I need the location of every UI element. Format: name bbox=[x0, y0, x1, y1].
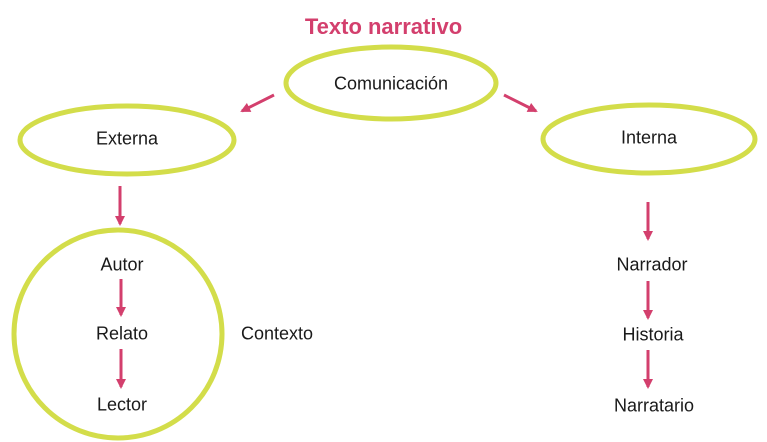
arrow-root-to-internal bbox=[503, 93, 538, 113]
node-autor: Autor bbox=[100, 254, 144, 275]
node-narrador: Narrador bbox=[616, 254, 688, 275]
node-externa: Externa bbox=[95, 128, 159, 149]
node-interna: Interna bbox=[620, 127, 678, 148]
external-group-circle bbox=[11, 227, 225, 441]
internal-ellipse bbox=[540, 102, 758, 176]
root-ellipse bbox=[283, 44, 499, 122]
arrow-root-to-external bbox=[240, 93, 275, 113]
node-comunicacion: Comunicación bbox=[333, 73, 449, 94]
node-narratario: Narratario bbox=[613, 395, 695, 416]
node-relato: Relato bbox=[95, 323, 149, 344]
node-historia: Historia bbox=[622, 324, 684, 345]
node-lector: Lector bbox=[96, 394, 148, 415]
external-ellipse bbox=[17, 103, 237, 177]
node-contexto: Contexto bbox=[241, 323, 314, 344]
diagram-title: Texto narrativo bbox=[304, 14, 463, 39]
